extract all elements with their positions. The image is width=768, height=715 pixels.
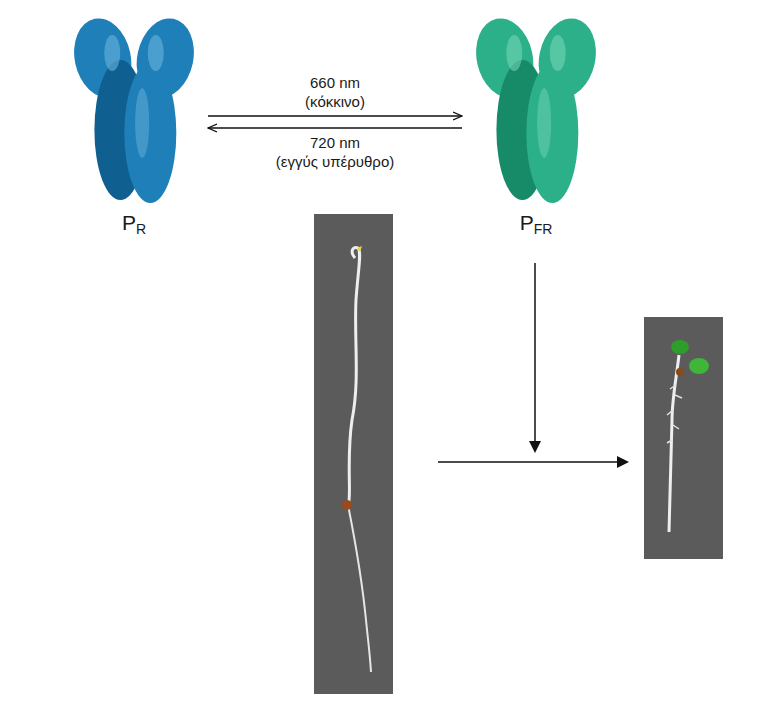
wavelength-label: 660 nm (κόκκινο) <box>302 73 368 111</box>
dark-seedling <box>314 214 393 694</box>
form-label: PFR <box>468 211 604 237</box>
protein-shape <box>66 18 202 203</box>
conversion-arrow <box>208 115 462 116</box>
phytochrome-form: PFR <box>468 18 604 250</box>
wavelength-label: 720 nm (εγγύς υπέρυθρο) <box>273 133 397 171</box>
phytochrome-form: PR <box>66 18 202 250</box>
light-seedling <box>644 317 723 559</box>
protein-shape <box>468 18 604 203</box>
development-arrow <box>438 461 627 463</box>
conversion-arrow <box>208 127 462 128</box>
form-label: PR <box>66 211 202 237</box>
signal-arrow <box>534 263 536 451</box>
